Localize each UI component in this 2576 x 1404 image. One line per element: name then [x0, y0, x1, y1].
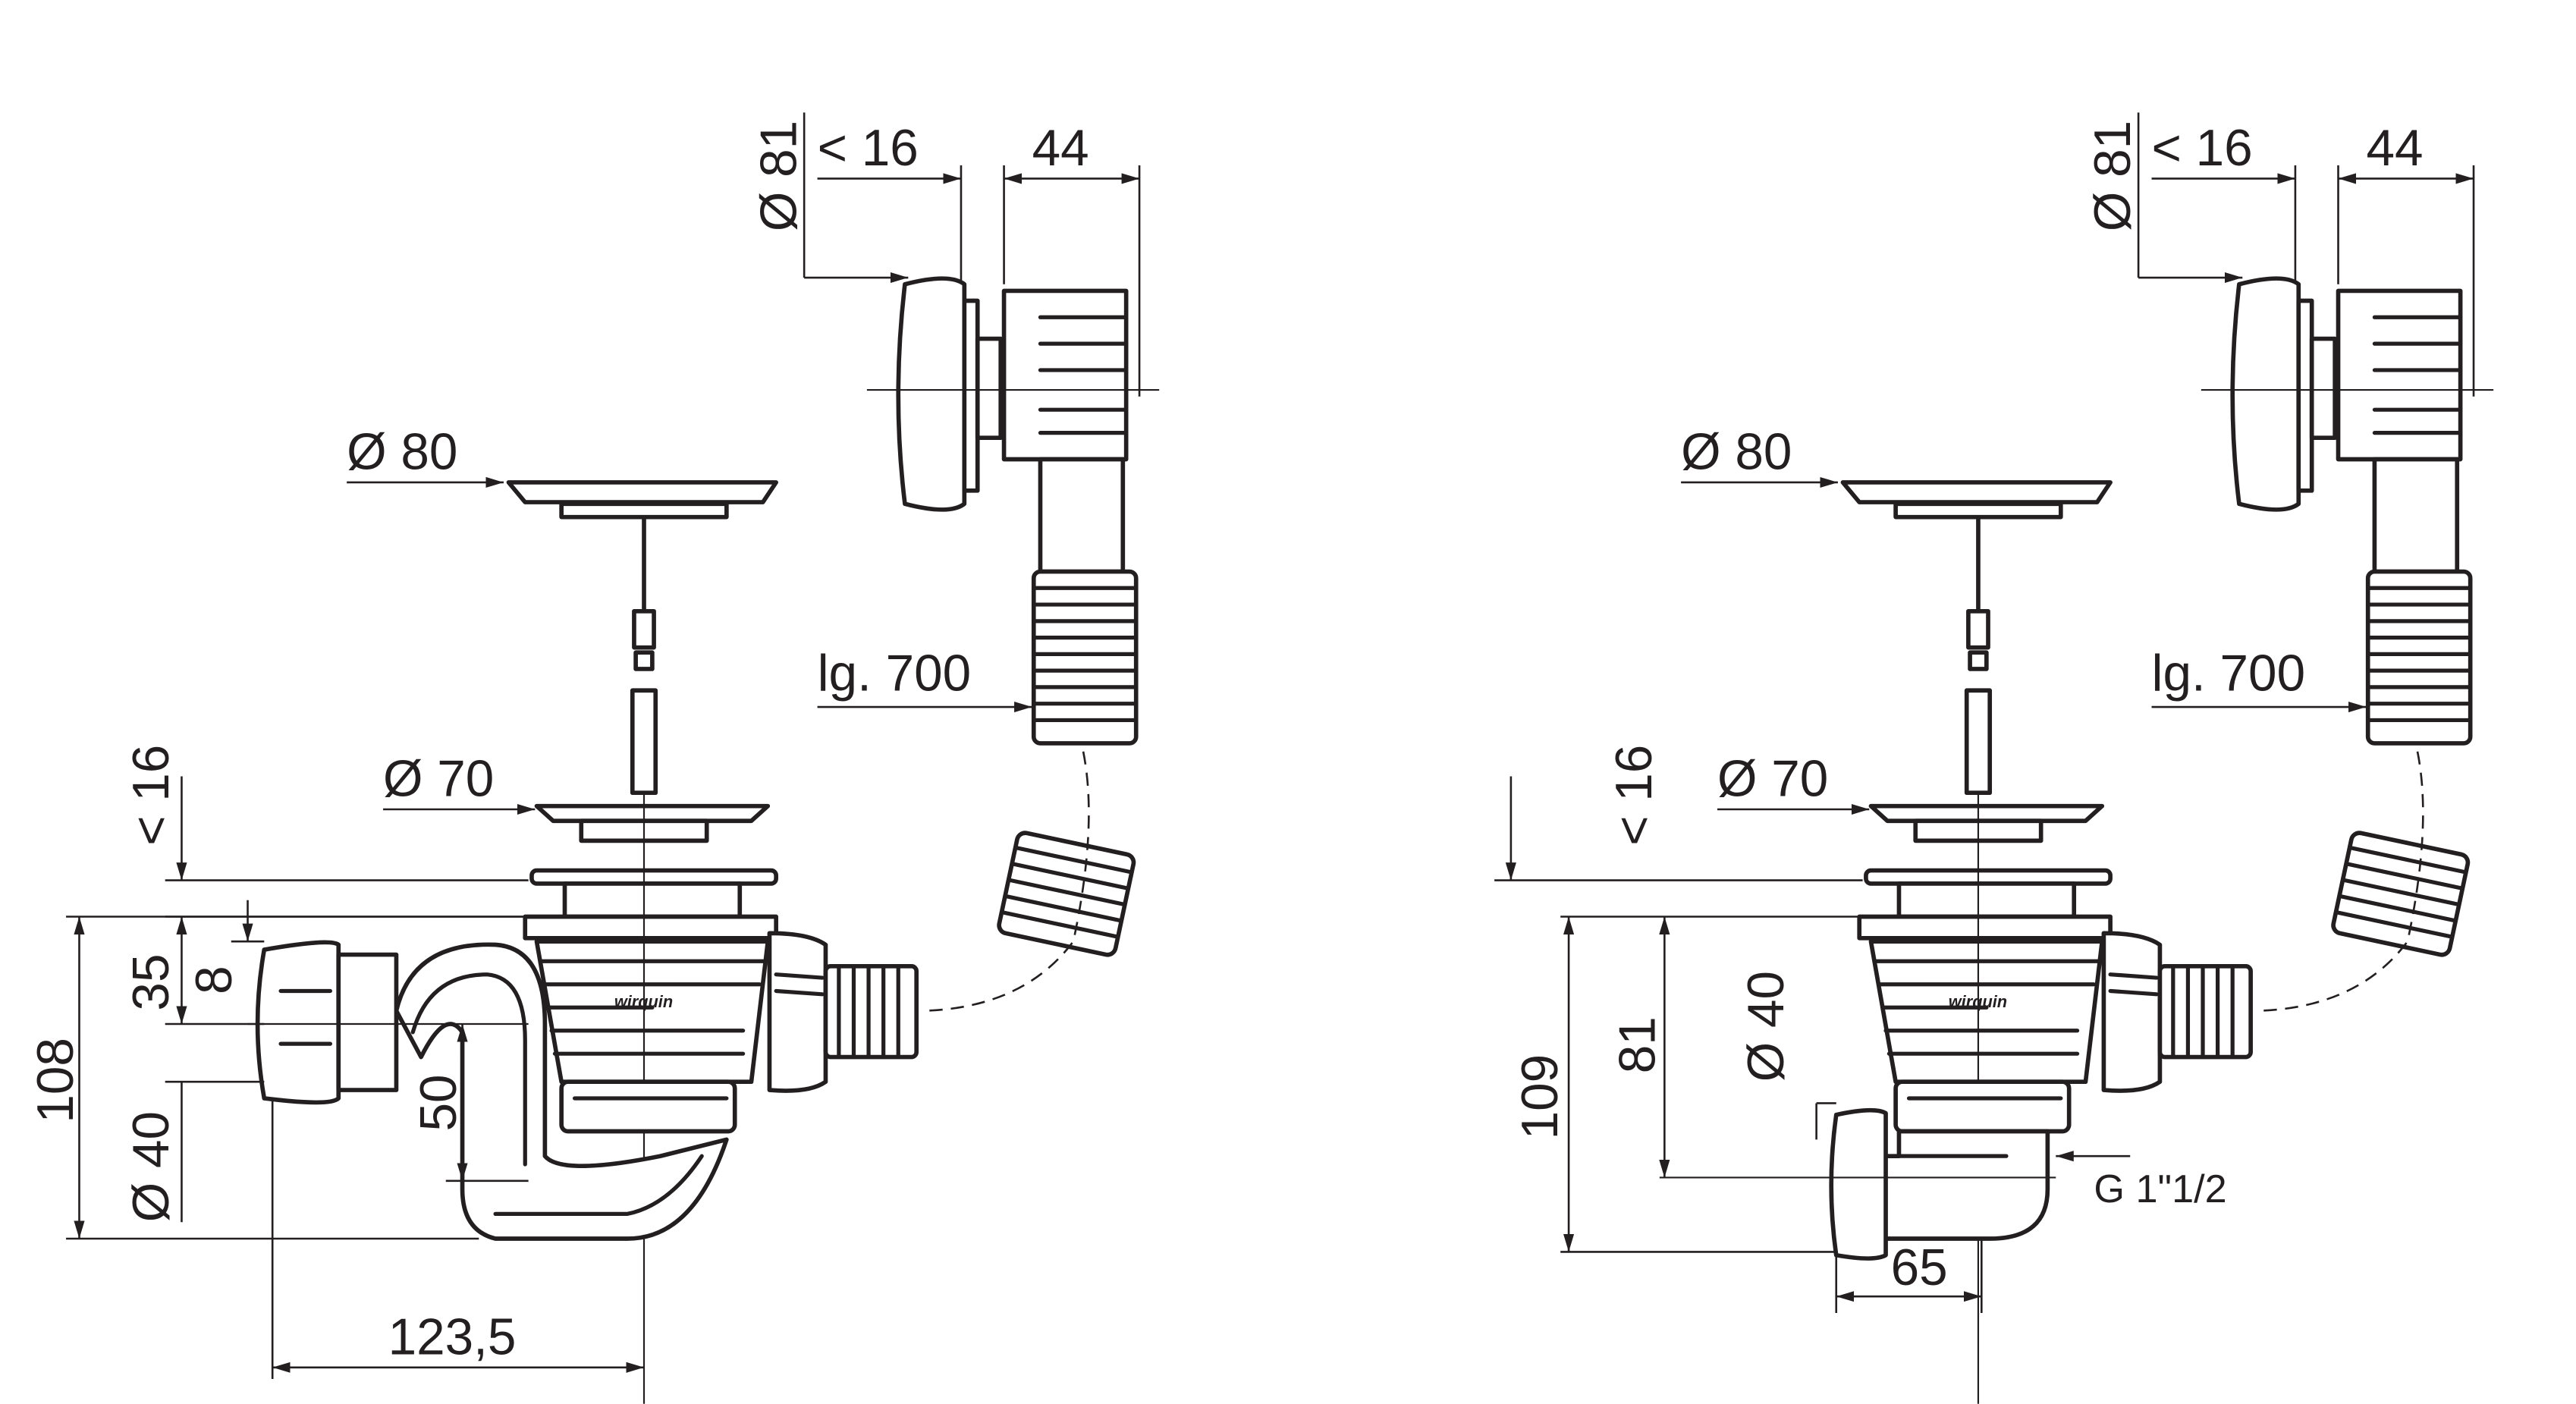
plug-diameter-label: Ø 80: [1681, 424, 1792, 481]
overflow-thickness-label: < 16: [818, 120, 919, 177]
thread-label: G 1"1/2: [2094, 1167, 2226, 1211]
trap-seal-label: 50: [410, 1074, 467, 1131]
waste-thickness-label: < 16: [123, 745, 180, 846]
height-8-label: 8: [186, 966, 243, 994]
outlet-diameter-label: Ø 40: [1738, 971, 1795, 1082]
overflow-thickness-label: < 16: [2152, 120, 2253, 177]
overflow-diameter-label: Ø 81: [750, 121, 807, 231]
left-drawing: Ø 81 < 16 44 Ø 80 lg. 700 < 16 Ø 70 35 8…: [27, 112, 1159, 1403]
total-height-label: 108: [27, 1038, 84, 1123]
waste-diameter-label: Ø 70: [1717, 751, 1828, 808]
plug-diameter-label: Ø 80: [347, 424, 457, 481]
total-height-label: 109: [1512, 1054, 1569, 1140]
outlet-offset-label: 123,5: [388, 1308, 517, 1365]
right-drawing: Ø 81 < 16 44 Ø 80 lg. 700 < 16 Ø 70 109 …: [1494, 112, 2493, 1403]
waste-thickness-label: < 16: [1606, 745, 1663, 846]
outlet-diameter-label: Ø 40: [123, 1111, 180, 1222]
hose-length-label: lg. 700: [2152, 645, 2306, 702]
height-35-label: 35: [123, 954, 180, 1011]
height-81-label: 81: [1609, 1016, 1666, 1073]
outlet-offset-label: 65: [1891, 1239, 1948, 1296]
waste-diameter-label: Ø 70: [383, 751, 494, 808]
overflow-depth-label: 44: [1032, 120, 1089, 177]
hose-length-label: lg. 700: [818, 645, 972, 702]
overflow-depth-label: 44: [2367, 120, 2424, 177]
overflow-diameter-label: Ø 81: [2084, 121, 2141, 231]
